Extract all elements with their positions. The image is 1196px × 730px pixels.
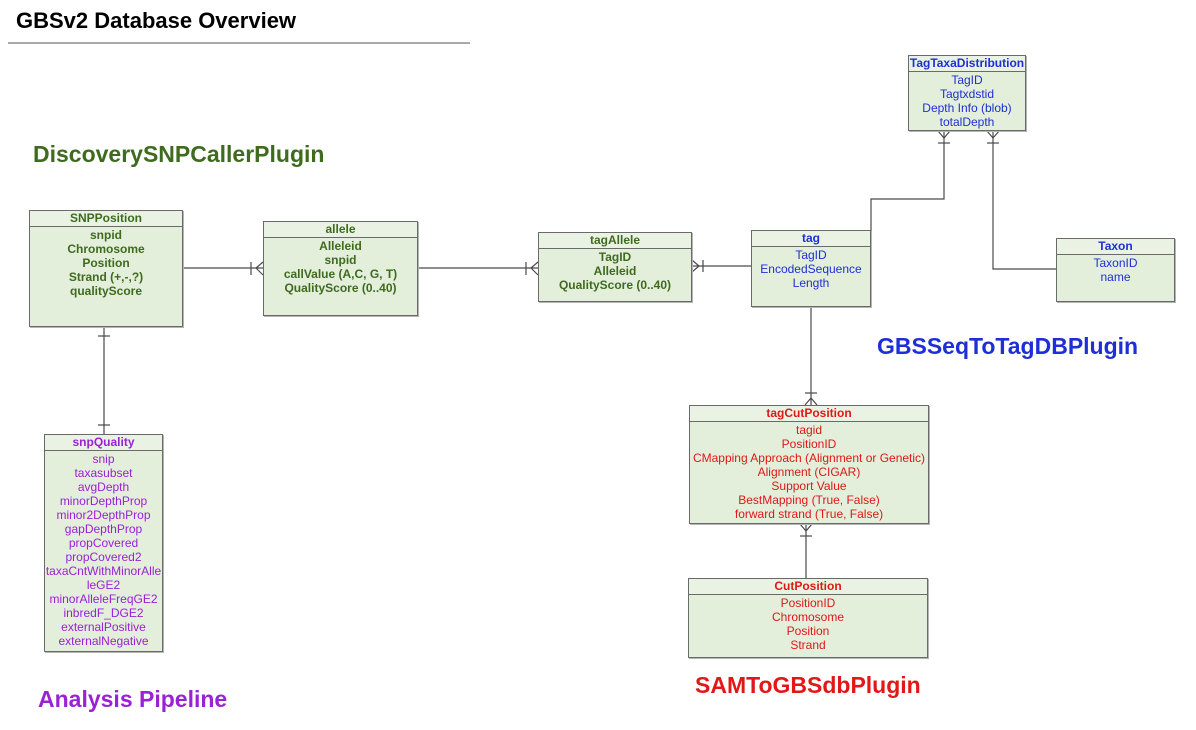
plugin-label-analysis: Analysis Pipeline — [38, 686, 228, 712]
entity-field: totalDepth — [939, 115, 995, 129]
entity-field: PositionID — [781, 437, 837, 451]
entity-field: name — [1100, 270, 1131, 284]
entity-field: TagID — [951, 73, 983, 87]
entity-field: TagID — [795, 248, 827, 262]
entity-header: tag — [752, 231, 870, 247]
entity-field: snip — [92, 452, 115, 466]
entity-field: BestMapping (True, False) — [738, 493, 880, 507]
entity-header: snpQuality — [45, 435, 162, 451]
entity-field: Chromosome — [67, 242, 145, 256]
entity-field: gapDepthProp — [64, 522, 143, 536]
entity-header: Taxon — [1057, 239, 1174, 255]
title-underline — [8, 42, 470, 44]
entity-field: PositionID — [780, 596, 836, 610]
entity-field: callValue (A,C, G, T) — [283, 267, 398, 281]
link-tag-tagtaxa — [870, 131, 945, 262]
plugin-label-samto: SAMToGBSdbPlugin — [695, 672, 921, 698]
entity-field: Position — [82, 256, 130, 270]
entity-field: minor2DepthProp — [56, 508, 151, 522]
entity-field: forward strand (True, False) — [734, 507, 884, 521]
entity-header: CutPosition — [689, 579, 927, 595]
entity-field: TaxonID — [1093, 256, 1138, 270]
entity-field: inbredF_DGE2 — [63, 606, 144, 620]
entity-field: minorDepthProp — [59, 494, 148, 508]
entity-field: avgDepth — [77, 480, 130, 494]
entity-field: Length — [792, 276, 830, 290]
entity-field: taxaCntWithMinorAlle — [45, 564, 162, 578]
entity-field: QualityScore (0..40) — [558, 278, 672, 292]
entity-field: QualityScore (0..40) — [284, 281, 397, 295]
entity-header: SNPPosition — [30, 211, 182, 227]
entity-field: Position — [786, 624, 830, 638]
entity-field: propCovered2 — [65, 550, 142, 564]
entity-field: Alleleid — [593, 264, 637, 278]
entity-field: Support Value — [771, 479, 847, 493]
entity-header: allele — [264, 222, 417, 238]
entity-header: tagCutPosition — [690, 406, 928, 422]
entity-field: taxasubset — [74, 466, 133, 480]
entity-field: externalNegative — [58, 634, 149, 648]
entity-field: EncodedSequence — [760, 262, 862, 276]
entity-field: externalPositive — [61, 620, 146, 634]
entity-field: Tagtxdstid — [939, 87, 995, 101]
entity-field: TagID — [598, 250, 632, 264]
entity-field: Depth Info (blob) — [922, 101, 1012, 115]
plugin-label-gbsseq: GBSSeqToTagDBPlugin — [877, 333, 1139, 359]
entity-field: snpid — [90, 228, 122, 242]
entity-field: Alleleid — [319, 239, 362, 253]
entity-field: qualityScore — [69, 284, 143, 298]
entity-field: Strand — [790, 638, 826, 652]
entity-field: Chromosome — [771, 610, 845, 624]
link-taxon-tagtaxa — [992, 131, 1056, 270]
plugin-label-discovery: DiscoverySNPCallerPlugin — [33, 141, 325, 167]
entity-field: CMapping Approach (Alignment or Genetic) — [692, 451, 926, 465]
entity-field: leGE2 — [86, 578, 121, 592]
entity-header: TagTaxaDistribution — [909, 56, 1025, 72]
entity-field: propCovered — [68, 536, 139, 550]
page-title: GBSv2 Database Overview — [16, 8, 297, 33]
entity-field: minorAlleleFreqGE2 — [49, 592, 158, 606]
entity-field: Alignment (CIGAR) — [757, 465, 861, 479]
entity-field: Strand (+,-,?) — [68, 270, 144, 284]
entity-field: tagid — [795, 423, 823, 437]
entity-field: snpid — [324, 253, 357, 267]
entity-header: tagAllele — [539, 233, 691, 249]
